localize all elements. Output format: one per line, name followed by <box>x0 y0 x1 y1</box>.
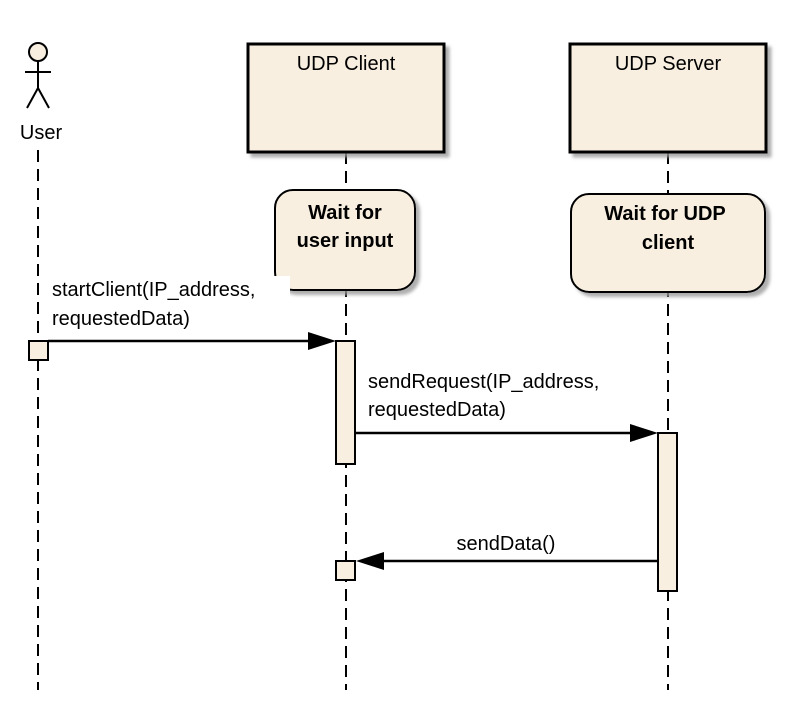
server-wait-state <box>570 193 766 293</box>
server-wait-state-line1: Wait for UDP <box>604 203 725 225</box>
client-wait-state <box>274 189 416 291</box>
start-client-label-line2: requestedData) <box>52 308 190 330</box>
client-activation <box>335 340 356 465</box>
send-request-arrowhead <box>630 424 658 442</box>
server-activation <box>657 432 678 592</box>
start-client-arrowhead <box>308 332 336 350</box>
client-wait-state-line2: user input <box>297 230 394 252</box>
server-wait-state-line2: client <box>642 232 695 254</box>
udp-client-title: UDP Client <box>297 53 396 75</box>
send-data-label: sendData() <box>457 533 556 555</box>
user-actor-label: User <box>20 122 63 144</box>
send-data-arrowhead <box>356 552 384 570</box>
send-request-label-line1: sendRequest(IP_address, <box>368 371 599 393</box>
start-client-label-line1: startClient(IP_address, <box>52 279 255 301</box>
user-activation <box>28 340 49 361</box>
send-request-label-line2: requestedData) <box>368 399 506 421</box>
udp-client-box <box>246 42 446 154</box>
udp-server-title: UDP Server <box>615 53 722 75</box>
user-actor-icon <box>25 42 51 109</box>
client-return-activation <box>335 560 356 581</box>
client-wait-state-line1: Wait for <box>308 202 382 224</box>
udp-server-box <box>568 42 768 154</box>
